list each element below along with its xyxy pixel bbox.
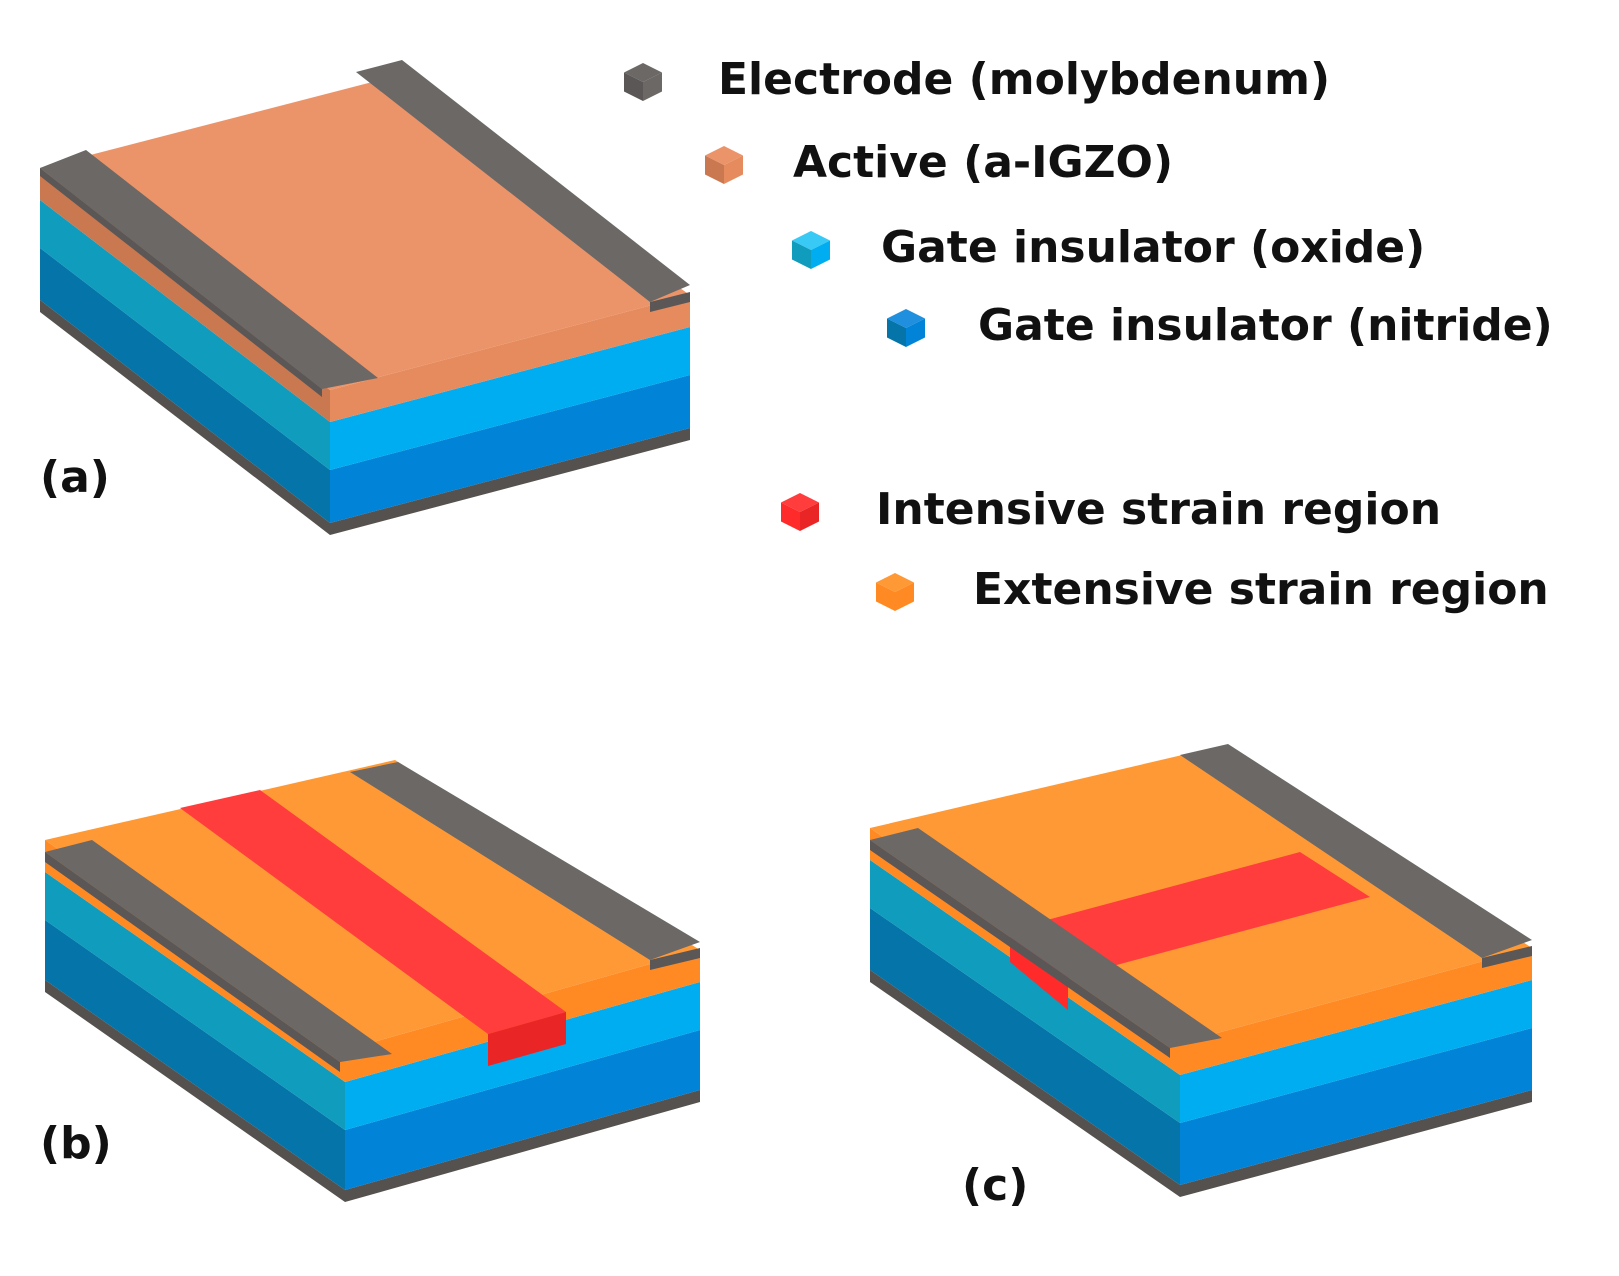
legend-item: Extensive strain region	[876, 564, 1549, 615]
panel-a-nitride-left-face	[40, 248, 330, 523]
panel-a-electrode-right	[356, 60, 690, 312]
legend-label: Extensive strain region	[973, 564, 1549, 615]
panel-c: (c)	[870, 744, 1532, 1211]
panel-c-electrode-right-top	[1180, 744, 1532, 958]
panel-a-electrode-left	[40, 150, 378, 397]
panel-c-electrode-right-side	[1482, 946, 1532, 968]
panel-c-oxide-right-face	[1180, 980, 1532, 1123]
cube-face	[811, 240, 830, 269]
electrode-cube-icon	[624, 63, 662, 101]
panel-a-oxide-left-face	[40, 200, 330, 470]
panel-c-substrate-right	[1180, 1090, 1532, 1197]
panel-a-nitride-right-face	[330, 375, 690, 523]
legend-item: Gate insulator (nitride)	[887, 300, 1553, 351]
legend-label: Gate insulator (nitride)	[978, 300, 1553, 351]
panel-b-oxide-left-face	[45, 872, 345, 1130]
panel-c-electrode-left-side	[870, 840, 1170, 1058]
panel-a-label: (a)	[40, 452, 110, 503]
panel-c-extensive-right-face	[1180, 948, 1532, 1075]
panel-c-intensive-top-face	[1010, 852, 1370, 978]
panel-b-electrode-left-top	[45, 840, 392, 1062]
panel-b-intensive-top-face	[180, 790, 566, 1034]
panel-b-nitride-right-face	[345, 1030, 700, 1190]
panel-a-electrode-left-side	[40, 168, 322, 397]
panel-c-electrode-left-top	[870, 828, 1222, 1048]
legend-label: Electrode (molybdenum)	[718, 54, 1330, 105]
legend-item: Gate insulator (oxide)	[792, 222, 1425, 273]
extensive-cube-icon	[876, 573, 914, 611]
legend-item: Electrode (molybdenum)	[624, 54, 1330, 105]
panel-b-nitride-left-face	[45, 920, 345, 1190]
legend: Electrode (molybdenum) Active (a-IGZO) Gat…	[624, 54, 1553, 615]
panel-c-nitride-right-face	[1180, 1028, 1532, 1185]
cube-face	[876, 582, 895, 611]
panel-a-substrate-left	[40, 300, 330, 535]
panel-a: (a)	[40, 60, 690, 535]
panel-b-electrode-right-side	[650, 948, 700, 970]
cube-face	[624, 72, 643, 101]
cube-face	[800, 502, 819, 531]
panel-a-electrode-right-top	[356, 60, 690, 302]
panel-c-label: (c)	[962, 1160, 1028, 1211]
cube-face	[643, 72, 662, 101]
legend-label: Gate insulator (oxide)	[881, 222, 1425, 273]
panel-c-substrate-left	[870, 970, 1180, 1197]
intensive-cube-icon	[781, 493, 819, 531]
panel-b-electrode-left-side	[45, 852, 340, 1072]
panel-a-oxide-right-face	[330, 327, 690, 470]
panel-a-substrate-right	[330, 428, 690, 535]
cube-face	[895, 582, 914, 611]
panel-b-substrate-left	[45, 980, 345, 1202]
cube-face	[906, 318, 925, 347]
panel-c-oxide-left-face	[870, 860, 1180, 1123]
panel-b-label: (b)	[40, 1118, 112, 1169]
legend-label: Intensive strain region	[876, 484, 1441, 535]
panel-c-nitride-left-face	[870, 908, 1180, 1185]
legend-label: Active (a-IGZO)	[793, 137, 1173, 188]
panel-a-electrode-left-top	[40, 150, 378, 389]
cube-face	[724, 155, 743, 184]
cube-face	[781, 502, 800, 531]
legend-item: Active (a-IGZO)	[705, 137, 1173, 188]
legend-item: Intensive strain region	[781, 484, 1441, 535]
panel-a-active-top-face	[40, 80, 690, 390]
nitride-cube-icon	[887, 309, 925, 347]
cube-face	[705, 155, 724, 184]
panel-a-active-right-face	[330, 295, 690, 422]
active-cube-icon	[705, 146, 743, 184]
panel-a-electrode-right-side	[650, 292, 690, 312]
panel-a-oxide-layer	[40, 200, 690, 470]
cube-face	[792, 240, 811, 269]
panel-b-electrode-right-top	[350, 762, 700, 960]
panel-b-substrate-right	[345, 1090, 700, 1202]
cube-face	[887, 318, 906, 347]
panel-b-intensive-right-face	[488, 1012, 566, 1066]
panel-b: (b)	[40, 760, 700, 1202]
panel-a-nitride-layer	[40, 248, 690, 535]
oxide-cube-icon	[792, 231, 830, 269]
